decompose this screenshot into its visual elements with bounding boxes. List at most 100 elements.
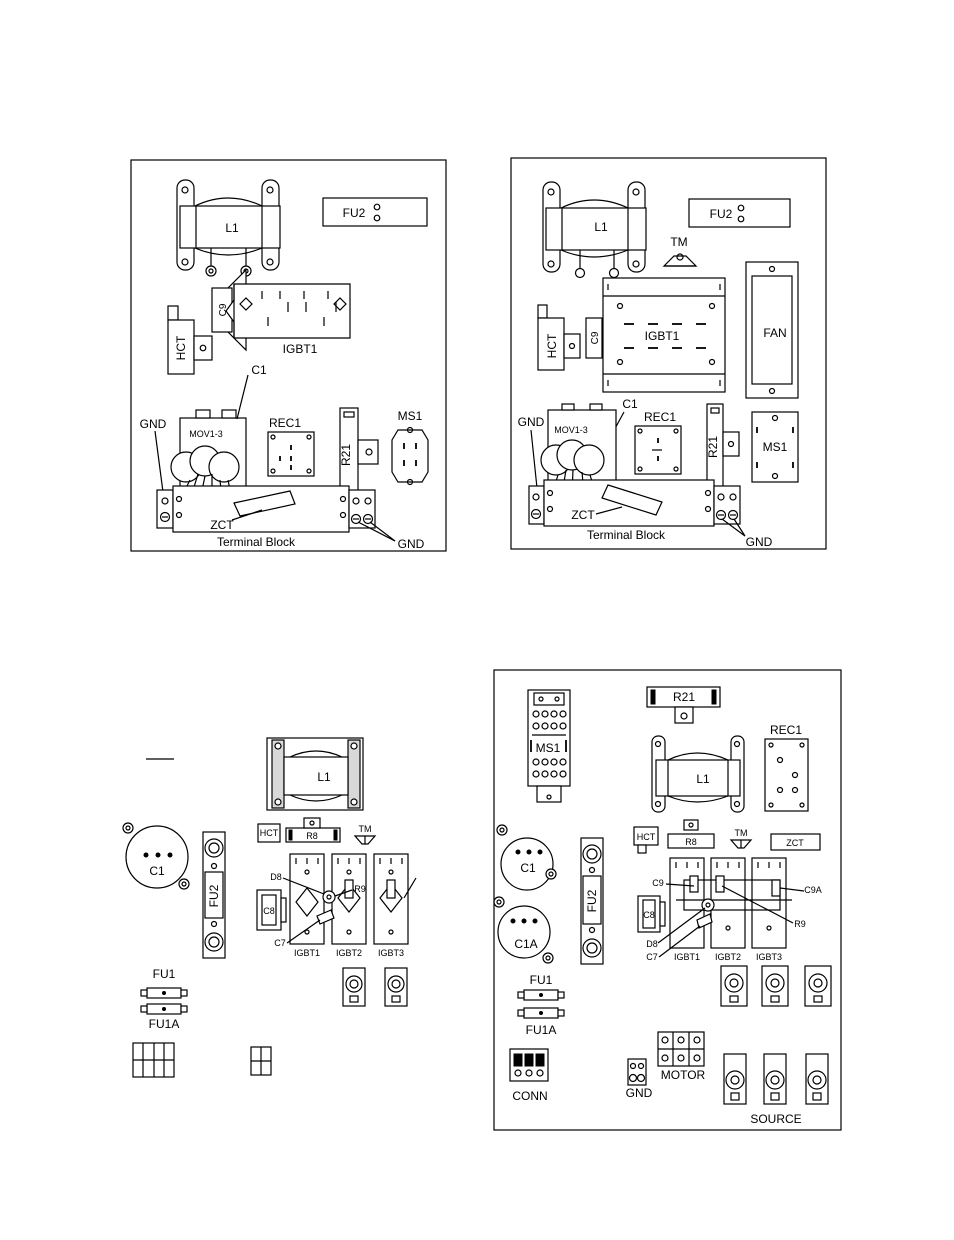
tm-label: TM [359, 824, 372, 834]
r21-resistor: R21 [706, 403, 740, 491]
c1-label: C1 [251, 363, 267, 377]
fan-label: FAN [763, 326, 786, 340]
fu2-label: FU2 [207, 884, 221, 907]
terminal-block-label: Terminal Block [217, 535, 296, 549]
c1-capacitor: C1 [122, 822, 190, 890]
gnd-label: GND [626, 1086, 653, 1100]
terminal-block: ZCT Terminal Block GND [528, 479, 773, 549]
igbt1-label: IGBT1 [674, 952, 700, 962]
c8-capacitor: C8 [637, 895, 666, 933]
c1a-label: C1A [514, 937, 537, 951]
fu1-label: FU1 [153, 967, 176, 981]
fan: FAN [745, 261, 799, 399]
c1-label: C1 [622, 397, 638, 411]
rec1-label: REC1 [269, 416, 301, 430]
diagram-2: L1 FU2 TM IGBT1 C9 FAN [510, 157, 827, 550]
tm-label: TM [735, 828, 748, 838]
source-lugs: SOURCE [723, 1053, 829, 1126]
igbt3-label: IGBT3 [756, 952, 782, 962]
diagram-2-frame [510, 157, 827, 550]
igbt-modules: IGBT1 IGBT2 IGBT3 [669, 857, 792, 962]
igbt1-module: IGBT1 C9 [585, 277, 726, 393]
gnd-right-label: GND [398, 537, 425, 551]
source-label: SOURCE [750, 1112, 801, 1126]
c1-capacitor: C1 MOV1-3 [170, 363, 267, 501]
l1-label: L1 [317, 770, 331, 784]
hct-sensor: HCT [633, 826, 659, 854]
l1-label: L1 [696, 772, 710, 786]
connector-grid-small [250, 1046, 272, 1076]
diagram-4: R21 MS1 REC1 L1 HCT [493, 669, 842, 1131]
hct-label: HCT [637, 832, 656, 842]
d8-label: D8 [646, 939, 658, 949]
igbt1-label: IGBT1 [283, 342, 318, 356]
r21-label: R21 [706, 436, 720, 458]
diagram-3: L1 HCT R8 TM C1 FU2 [122, 737, 417, 1078]
c8-label: C8 [643, 910, 655, 920]
l1-label: L1 [225, 221, 239, 235]
r8-label: R8 [306, 831, 318, 841]
r8-label: R8 [685, 837, 697, 847]
c1-capacitor: C1 [496, 824, 557, 891]
c9a-label: C9A [804, 885, 822, 895]
rec1-rectifier: REC1 [634, 410, 682, 475]
c9-label: C9 [590, 331, 601, 344]
conn-terminal: CONN [509, 1048, 549, 1103]
fu2-fuse: FU2 [688, 198, 791, 228]
mov-label: MOV1-3 [189, 429, 223, 439]
c7-label: C7 [274, 938, 286, 948]
fu2-label: FU2 [343, 206, 366, 220]
c8-label: C8 [263, 906, 275, 916]
r21-resistor: R21 [646, 686, 721, 724]
hct-label: HCT [545, 333, 559, 358]
rec1-rectifier: REC1 [764, 723, 809, 812]
zct-label: ZCT [210, 518, 234, 532]
gnd-terminal: GND [626, 1058, 653, 1100]
r9-label: R9 [354, 884, 366, 894]
conn-label: CONN [512, 1089, 547, 1103]
tm-thermostat: TM [729, 828, 753, 849]
igbt1-label: IGBT1 [294, 948, 320, 958]
zct-sensor: ZCT [770, 833, 821, 851]
igbt1-module: C9 IGBT1 [211, 268, 351, 356]
terminal-lugs [342, 967, 408, 1007]
c9-label: C9 [218, 303, 229, 316]
mov-label: MOV1-3 [554, 425, 588, 435]
l1-transformer: L1 [176, 179, 281, 277]
rec1-label: REC1 [770, 723, 802, 737]
ms1-relay: MS1 [391, 409, 429, 486]
fu2-fuse: FU2 [322, 197, 428, 227]
terminal-block: ZCT Terminal Block GND [156, 485, 425, 551]
fu2-label: FU2 [710, 207, 733, 221]
c1-label: C1 [149, 864, 165, 878]
hct-sensor: HCT [167, 305, 213, 375]
zct-label: ZCT [786, 838, 804, 848]
c1-capacitor: C1 MOV1-3 [540, 397, 638, 495]
ms1-relay: MS1 [527, 689, 571, 803]
c1a-capacitor: C1A [493, 896, 554, 964]
r8-resistor: R8 [285, 817, 341, 843]
diagram-1-frame [130, 159, 447, 552]
ms1-relay: MS1 [751, 411, 799, 483]
c1-label: C1 [520, 861, 536, 875]
tm-thermostat: TM [662, 235, 698, 267]
terminal-block-label: Terminal Block [587, 528, 666, 542]
hct-label: HCT [174, 335, 188, 360]
ms1-label: MS1 [763, 440, 788, 454]
l1-transformer: L1 [266, 737, 364, 811]
r8-resistor: R8 [667, 819, 715, 849]
ms1-label: MS1 [536, 741, 561, 755]
l1-transformer: L1 [542, 181, 647, 279]
tm-thermostat: TM [353, 824, 377, 845]
ms1-label: MS1 [398, 409, 423, 423]
igbt-modules: IGBT1 IGBT2 IGBT3 [289, 853, 409, 958]
fu2-label: FU2 [585, 889, 599, 912]
fu1-fuses: FU1 FU1A [517, 973, 565, 1037]
r21-label: R21 [339, 444, 353, 466]
diagram-1: L1 FU2 C9 IGBT1 HCT [130, 159, 447, 552]
fu2-fuse: FU2 [580, 837, 604, 965]
hct-label: HCT [260, 828, 279, 838]
gnd-left-label: GND [140, 417, 167, 431]
igbt2-label: IGBT2 [336, 948, 362, 958]
